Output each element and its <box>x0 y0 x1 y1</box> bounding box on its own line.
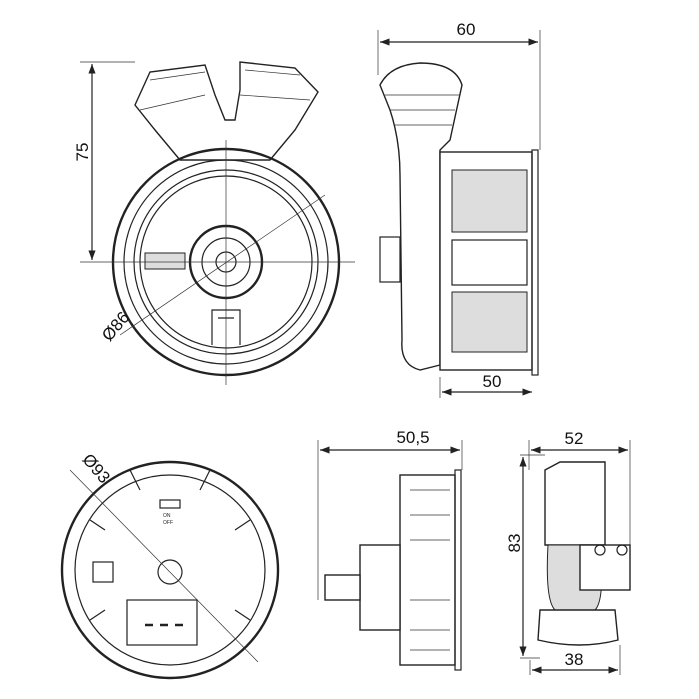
side-width-label: 60 <box>457 20 476 39</box>
side-depth-label: 50 <box>483 372 502 391</box>
side-view: 60 50 <box>377 20 541 398</box>
box-width-label: 50,5 <box>396 428 429 447</box>
legrand-logo-plate <box>144 252 186 270</box>
connector-height-label: 83 <box>505 534 524 553</box>
front-height-label: 75 <box>73 143 92 162</box>
box-side-view: 50,5 <box>317 428 463 671</box>
switch-on-label: ON <box>163 513 171 519</box>
connector-base-label: 38 <box>565 650 584 669</box>
front-diameter-label: Ø86 <box>98 308 133 345</box>
back-view: ON OFF Ø93 <box>60 450 280 680</box>
front-view: 75 Ø86 <box>73 61 355 385</box>
connector-view: 52 83 38 <box>505 429 631 675</box>
switch-off-label: OFF <box>163 520 173 526</box>
connector-width-label: 52 <box>565 429 584 448</box>
